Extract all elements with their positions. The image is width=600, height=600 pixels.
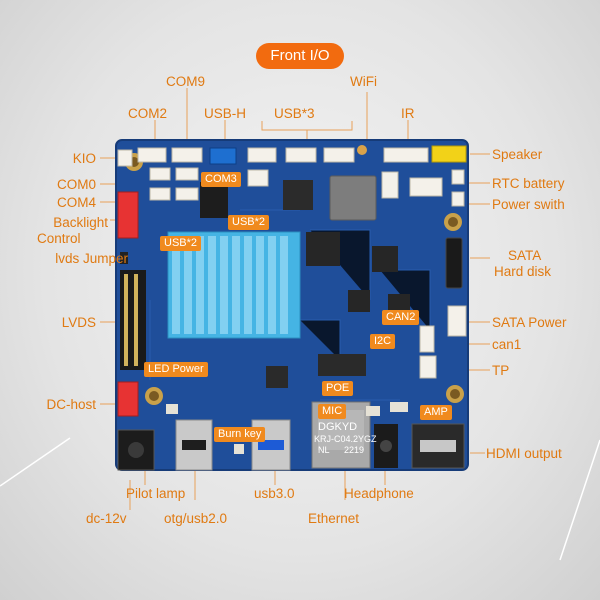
label-otg-usb2: otg/usb2.0	[164, 511, 228, 526]
chip-g	[318, 354, 366, 376]
tag-i2c: I2C	[370, 334, 396, 349]
ethernet-model: KRJ-C04.2YGZ	[314, 434, 377, 444]
tag-amp: AMP	[420, 405, 452, 420]
wifi-module	[329, 175, 377, 221]
lvds-pins	[124, 274, 138, 366]
ethernet-code: 2219	[344, 445, 365, 455]
chip-h	[266, 366, 288, 388]
label-dc-host: DC-host	[46, 397, 96, 412]
tag-led-power: LED Power	[144, 362, 208, 377]
label-pilot-lamp: Pilot lamp	[126, 486, 186, 501]
label-sata: SATA	[508, 248, 542, 263]
chip-f	[388, 294, 410, 310]
can1-connector	[419, 325, 435, 353]
lvds-header	[120, 270, 146, 370]
label-ir: IR	[401, 106, 415, 121]
label-usb-h: USB-H	[204, 106, 247, 121]
page-title: Front I/O	[256, 43, 344, 69]
usb-h-connector	[209, 147, 237, 165]
label-dc-12v: dc-12v	[86, 511, 127, 526]
label-sata-power: SATA Power	[492, 315, 567, 330]
label-kio: KIO	[72, 151, 96, 166]
sata-power-connector	[447, 305, 467, 337]
chip-c	[306, 232, 340, 266]
chip-d	[372, 246, 398, 272]
label-control: Control	[37, 231, 81, 246]
top-connectors	[137, 147, 465, 207]
label-usb3: usb3.0	[254, 486, 295, 501]
kio-connector	[117, 149, 133, 167]
tp-connector	[419, 355, 437, 379]
tag-can2: CAN2	[382, 310, 420, 325]
chip-e	[348, 290, 370, 312]
mounting-holes	[125, 153, 464, 405]
chip-a	[283, 180, 313, 210]
tag-usb2-top: USB*2	[228, 215, 270, 230]
decor-line-left	[0, 437, 71, 487]
label-lvds: LVDS	[61, 315, 96, 330]
label-headphone: Headphone	[344, 486, 414, 501]
label-wifi: WiFi	[350, 74, 377, 89]
wifi-antenna-pad	[357, 145, 367, 155]
lvds-jumper-pins	[120, 252, 128, 264]
backlight-connector	[117, 191, 139, 239]
speaker-connector	[431, 145, 467, 163]
tag-burn-key: Burn key	[214, 427, 266, 442]
label-speaker: Speaker	[492, 147, 543, 162]
label-com0: COM0	[56, 177, 96, 192]
label-backlight: Backlight	[53, 215, 108, 230]
label-can1: can1	[492, 337, 522, 352]
small-components	[166, 402, 408, 454]
label-tp: TP	[492, 363, 510, 378]
tag-poe: POE	[322, 381, 354, 396]
ethernet-nl: NL	[318, 445, 330, 455]
ethernet-brand: DGKYD	[318, 421, 358, 433]
label-power-switch: Power swith	[492, 197, 565, 212]
label-com9: COM9	[166, 74, 206, 89]
label-com2: COM2	[128, 106, 168, 121]
tag-mic: MIC	[318, 404, 347, 419]
tag-usb2-left: USB*2	[160, 236, 202, 251]
sata-connector	[445, 237, 463, 289]
tag-com3: COM3	[201, 172, 241, 187]
label-usb-x3: USB*3	[274, 106, 315, 121]
label-hard-disk: Hard disk	[494, 264, 552, 279]
label-ethernet: Ethernet	[308, 511, 360, 526]
label-lvds-jumper: lvds Jumper	[55, 251, 128, 266]
label-rtc-battery: RTC battery	[492, 176, 565, 191]
label-hdmi-output: HDMI output	[486, 446, 562, 461]
heatsink-fins	[172, 236, 288, 334]
decor-line-right	[559, 439, 600, 561]
label-com4: COM4	[56, 195, 96, 210]
dc-host-connector	[117, 381, 139, 417]
chip-b	[200, 182, 228, 218]
